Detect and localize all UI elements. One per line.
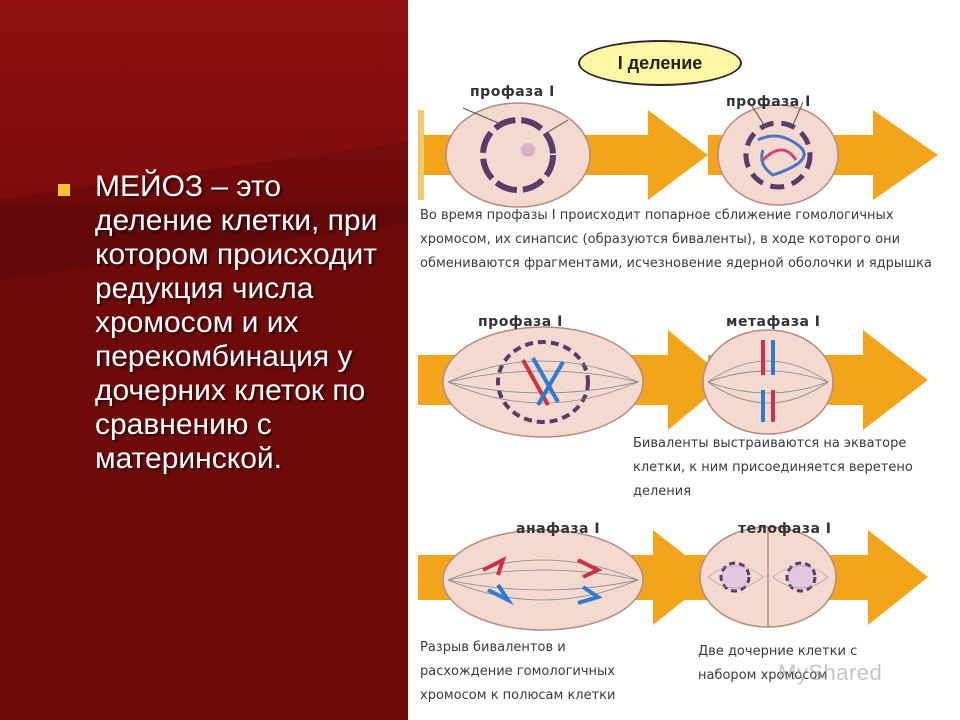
row2-graphic bbox=[418, 326, 928, 438]
caption-anaphase: Разрыв бивалентов и расхождение гомологи… bbox=[420, 640, 616, 703]
row1-graphic bbox=[418, 99, 938, 208]
caption-telophase: Две дочерние клетки с набором хромосом bbox=[698, 644, 858, 683]
phase-label-metaphase: метафаза I bbox=[726, 314, 821, 330]
row-anaphase-telophase: анафаза I телофаза I bbox=[408, 515, 960, 635]
meiosis-diagram: I деление профаза I профаза I Во время п… bbox=[408, 0, 960, 720]
phase-label-anaphase: анафаза I bbox=[516, 521, 601, 537]
row-metaphase: профаза I метафаза I bbox=[408, 310, 960, 440]
phase-label-telophase: телофаза I bbox=[738, 521, 832, 537]
caption-metaphase: Биваленты выстраиваются на экваторе клет… bbox=[633, 436, 913, 499]
phase-label-prophase-2: профаза I bbox=[478, 314, 563, 330]
row3-graphic bbox=[418, 526, 928, 631]
row-prophase: профаза I профаза I bbox=[408, 80, 960, 210]
slide-text-panel: МЕЙОЗ – это деление клетки, при котором … bbox=[0, 0, 408, 720]
phase-label-prophase-1a: профаза I bbox=[470, 84, 555, 100]
meiosis-definition: МЕЙОЗ – это деление клетки, при котором … bbox=[95, 170, 378, 475]
phase-label-prophase-1b: профаза I bbox=[726, 94, 811, 110]
watermark-logo: MyShared bbox=[778, 660, 883, 685]
bullet-square-icon bbox=[58, 184, 70, 196]
division-title: I деление bbox=[578, 40, 742, 86]
caption-prophase: Во время профазы I происходит попарное с… bbox=[420, 208, 932, 271]
